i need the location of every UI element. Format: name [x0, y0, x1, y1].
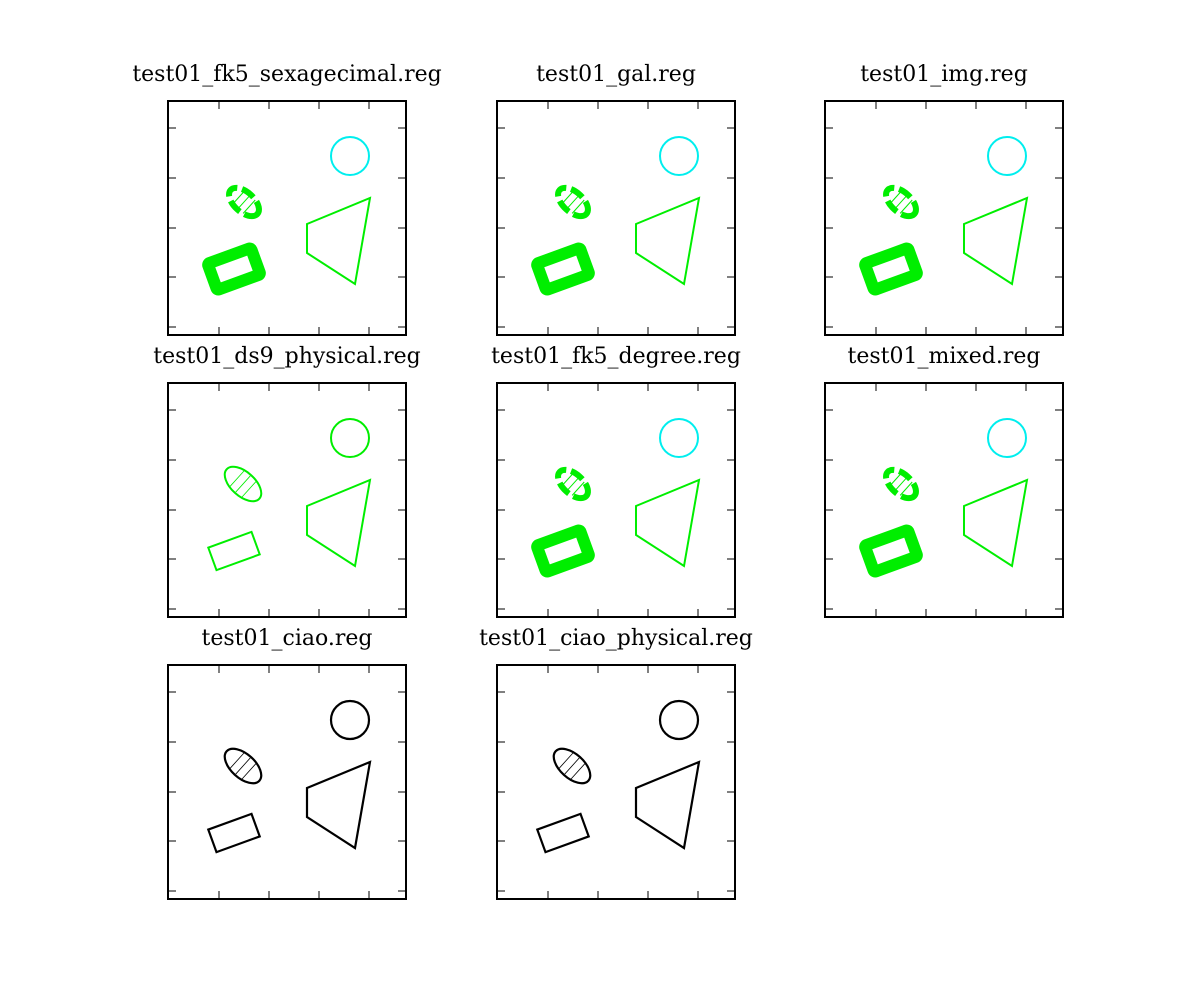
ellipse-outline	[555, 184, 591, 220]
axes-frame	[496, 664, 736, 900]
panel-title: test01_img.reg	[860, 62, 1028, 87]
circle-region	[987, 136, 1027, 176]
axes-frame	[824, 382, 1064, 618]
ellipse-hatch	[564, 757, 580, 775]
ellipse-region	[223, 465, 263, 503]
rectangle-region	[531, 524, 595, 578]
rectangle-region	[859, 242, 923, 296]
ellipse-region	[223, 747, 263, 785]
polygon-region	[634, 760, 701, 850]
panel-2: test01_gal.reg	[496, 62, 736, 336]
axes-frame	[167, 382, 407, 618]
ellipse-outline	[223, 747, 263, 785]
rectangle-outline	[859, 524, 923, 578]
ellipse-hatch	[232, 190, 246, 205]
panel-6: test01_mixed.reg	[824, 344, 1064, 618]
ellipse-hatch	[566, 476, 580, 492]
panel-5: test01_fk5_degree.reg	[491, 344, 741, 618]
ellipse-hatch	[235, 475, 251, 493]
ellipse-hatch	[241, 480, 257, 498]
ellipse-hatch	[894, 194, 908, 210]
ellipse-hatch	[229, 752, 245, 770]
rectangle-outline	[859, 242, 923, 296]
ellipse-hatch	[571, 199, 585, 214]
panel-title: test01_fk5_degree.reg	[491, 344, 741, 369]
ellipse-hatch	[889, 190, 903, 205]
panel-title: test01_ciao_physical.reg	[479, 626, 753, 651]
axes-frame	[167, 664, 407, 900]
polygon-region	[306, 478, 372, 568]
panel-title: test01_ds9_physical.reg	[153, 344, 420, 369]
polygon-region	[963, 196, 1029, 286]
polygon-region	[305, 760, 372, 850]
rectangle-region	[535, 812, 591, 854]
rectangle-outline	[206, 812, 262, 854]
ellipse-outline	[226, 184, 262, 220]
circle-region	[330, 136, 370, 176]
axes-frame	[496, 382, 736, 618]
circle-region	[329, 699, 371, 741]
axes-frame	[167, 100, 407, 336]
ellipse-outline	[552, 747, 592, 785]
ellipse-hatch	[235, 757, 251, 775]
rectangle-region	[202, 242, 266, 296]
rectangle-outline	[202, 242, 266, 296]
rectangle-outline	[531, 524, 595, 578]
panel-title: test01_ciao.reg	[202, 626, 373, 651]
polygon-region	[963, 478, 1029, 568]
ellipse-hatch	[241, 762, 257, 780]
panel-8: test01_ciao_physical.reg	[479, 626, 753, 900]
panel-4: test01_ds9_physical.reg	[153, 344, 421, 618]
rectangle-region	[206, 812, 262, 854]
ellipse-hatch	[229, 470, 245, 488]
panel-7: test01_ciao.reg	[167, 626, 407, 900]
ellipse-outline	[883, 466, 919, 502]
rectangle-outline	[531, 242, 595, 296]
panel-title: test01_mixed.reg	[847, 344, 1040, 369]
ellipse-region	[883, 184, 919, 220]
ellipse-outline	[555, 466, 591, 502]
ellipse-hatch	[899, 481, 913, 496]
ellipse-region	[552, 747, 592, 785]
polygon-region	[635, 478, 701, 568]
circle-region	[659, 136, 699, 176]
polygon-region	[635, 196, 701, 286]
rectangle-region	[859, 524, 923, 578]
ellipse-hatch	[561, 472, 575, 487]
axes-frame	[496, 100, 736, 336]
rectangle-outline	[207, 530, 261, 572]
ellipse-hatch	[894, 476, 908, 492]
ellipse-hatch	[571, 481, 585, 496]
rectangle-region	[531, 242, 595, 296]
ellipse-outline	[883, 184, 919, 220]
rectangle-region	[207, 530, 261, 572]
ellipse-region	[555, 184, 591, 220]
axes-frame	[824, 100, 1064, 336]
ellipse-hatch	[899, 199, 913, 214]
ellipse-hatch	[566, 194, 580, 210]
ellipse-hatch	[242, 199, 256, 214]
panel-3: test01_img.reg	[824, 62, 1064, 336]
ellipse-hatch	[570, 762, 586, 780]
rectangle-outline	[535, 812, 591, 854]
ellipse-region	[883, 466, 919, 502]
panel-1: test01_fk5_sexagecimal.reg	[132, 62, 442, 336]
polygon-region	[306, 196, 372, 286]
ellipse-hatch	[561, 190, 575, 205]
circle-region	[659, 418, 699, 458]
circle-region	[330, 418, 370, 458]
ellipse-region	[226, 184, 262, 220]
circle-region	[658, 699, 700, 741]
ellipse-hatch	[237, 194, 251, 210]
panel-title: test01_gal.reg	[536, 62, 696, 87]
ellipse-outline	[223, 465, 263, 503]
circle-region	[987, 418, 1027, 458]
panel-title: test01_fk5_sexagecimal.reg	[132, 62, 441, 87]
ellipse-region	[555, 466, 591, 502]
ellipse-hatch	[889, 472, 903, 487]
ellipse-hatch	[558, 752, 574, 770]
